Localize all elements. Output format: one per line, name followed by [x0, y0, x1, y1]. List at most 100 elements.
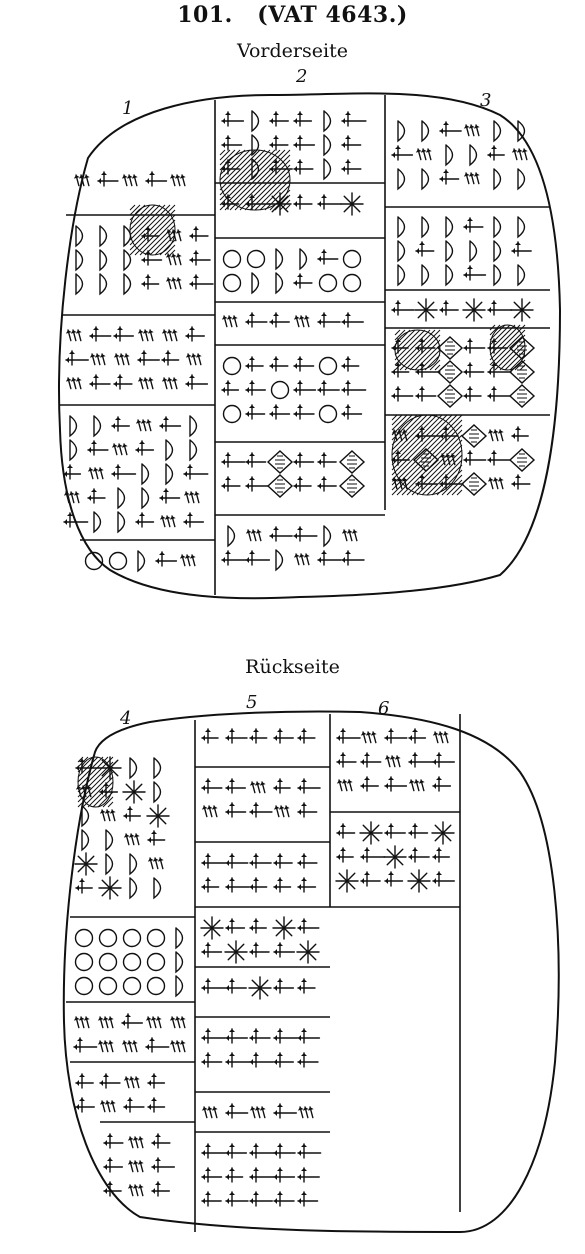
wedge-head — [277, 1192, 283, 1195]
wedge-head — [122, 1020, 125, 1026]
wedge-head — [202, 1059, 205, 1065]
wedge-head — [174, 175, 181, 179]
wedge-head — [114, 381, 117, 387]
wedge-head — [226, 316, 233, 320]
wedge-head — [229, 779, 235, 782]
wedge-head — [418, 780, 425, 784]
wedge-head — [301, 1144, 307, 1147]
wedge-head — [137, 1161, 144, 1165]
wedge-head — [193, 227, 199, 230]
wedge-head — [206, 806, 213, 810]
wedge-head — [297, 112, 303, 115]
wedge-head — [169, 1041, 176, 1045]
numeral-circle — [84, 551, 104, 571]
wedge-head — [345, 405, 351, 408]
wedge-head — [464, 457, 467, 463]
column-number-3: 3 — [480, 90, 492, 111]
wedge-head — [492, 430, 499, 434]
wedge-head — [488, 457, 491, 463]
damage-hatch — [134, 214, 176, 256]
wedge-head — [497, 478, 504, 482]
obverse-label: Vorderseite — [237, 40, 348, 62]
wedge-head — [69, 351, 75, 354]
star-sign-stroke — [343, 195, 361, 213]
wedge-head — [179, 1041, 186, 1045]
wedge-head — [151, 831, 157, 834]
numeral-circle — [342, 249, 362, 269]
wedge-head — [226, 985, 229, 991]
wedge-head — [409, 735, 412, 741]
wedge-head — [190, 354, 197, 358]
damage-hatch — [391, 414, 418, 441]
wedge-head — [103, 1074, 109, 1077]
numeral-d-sign — [153, 781, 162, 804]
star-sign-stroke — [362, 824, 380, 842]
damage-hatch — [159, 239, 176, 256]
wedge-head — [274, 1059, 277, 1065]
numeral-circle — [270, 380, 290, 400]
damage-hatch — [391, 414, 458, 481]
wedge-head — [184, 471, 187, 477]
wedge-head — [184, 519, 187, 525]
wedge-head — [76, 885, 79, 891]
wedge-head — [467, 451, 473, 454]
wedge-head — [249, 405, 255, 408]
wedge-head — [195, 354, 202, 358]
wedge-head — [249, 195, 255, 198]
wedge-head — [392, 369, 395, 375]
wedge-head — [183, 492, 190, 496]
damage-hatch — [77, 756, 99, 778]
wedge-head — [73, 175, 80, 179]
wedge-head — [107, 1017, 114, 1021]
diamond-sign — [266, 474, 294, 498]
numeral-d-sign — [493, 120, 502, 143]
wedge-head — [107, 1041, 114, 1045]
wedge-head — [90, 381, 93, 387]
wedge-head — [419, 475, 425, 478]
wedge-head — [97, 1017, 104, 1021]
wedge-head — [492, 478, 499, 482]
damage-hatch — [219, 149, 261, 191]
wedge-head — [277, 1029, 283, 1032]
wedge-head — [277, 854, 283, 857]
star-sign-stroke — [203, 919, 221, 937]
wedge-head — [297, 477, 303, 480]
wedge-head — [388, 729, 394, 732]
wedge-head — [226, 1035, 229, 1041]
diamond-sign — [508, 360, 536, 384]
wedge-head — [364, 777, 370, 780]
wedge-head — [118, 354, 125, 358]
wedge-head — [148, 1080, 151, 1086]
wedge-head — [294, 142, 297, 148]
tablet-outline — [62, 710, 560, 1234]
wedge-head — [111, 444, 118, 448]
wedge-head — [385, 783, 388, 789]
wedge-head — [467, 339, 473, 342]
wedge-head — [515, 475, 521, 478]
wedge-head — [151, 1074, 157, 1077]
wedge-head — [104, 1164, 107, 1170]
wedge-head — [253, 803, 259, 806]
wedge-head — [274, 785, 277, 791]
wedge-head — [337, 830, 340, 836]
wedge-head — [222, 557, 225, 563]
wedge-head — [142, 281, 145, 287]
wedge-head — [157, 858, 164, 862]
wedge-head — [301, 919, 307, 922]
wedge-head — [433, 759, 436, 765]
wedge-head — [274, 985, 277, 991]
wedge-head — [301, 878, 307, 881]
wedge-head — [270, 363, 273, 369]
reverse-label: Rückseite — [245, 656, 340, 678]
damage-hatch — [154, 234, 176, 256]
damage-hatch — [219, 149, 251, 181]
wedge-head — [249, 453, 255, 456]
wedge-head — [253, 1192, 259, 1195]
numeral-d-sign — [323, 158, 332, 181]
numeral-d-sign — [227, 525, 236, 548]
wedge-head — [274, 949, 277, 955]
wedge-head — [318, 201, 321, 207]
wedge-head — [463, 173, 470, 177]
wedge-head — [337, 854, 340, 860]
star-sign-stroke — [434, 824, 452, 842]
